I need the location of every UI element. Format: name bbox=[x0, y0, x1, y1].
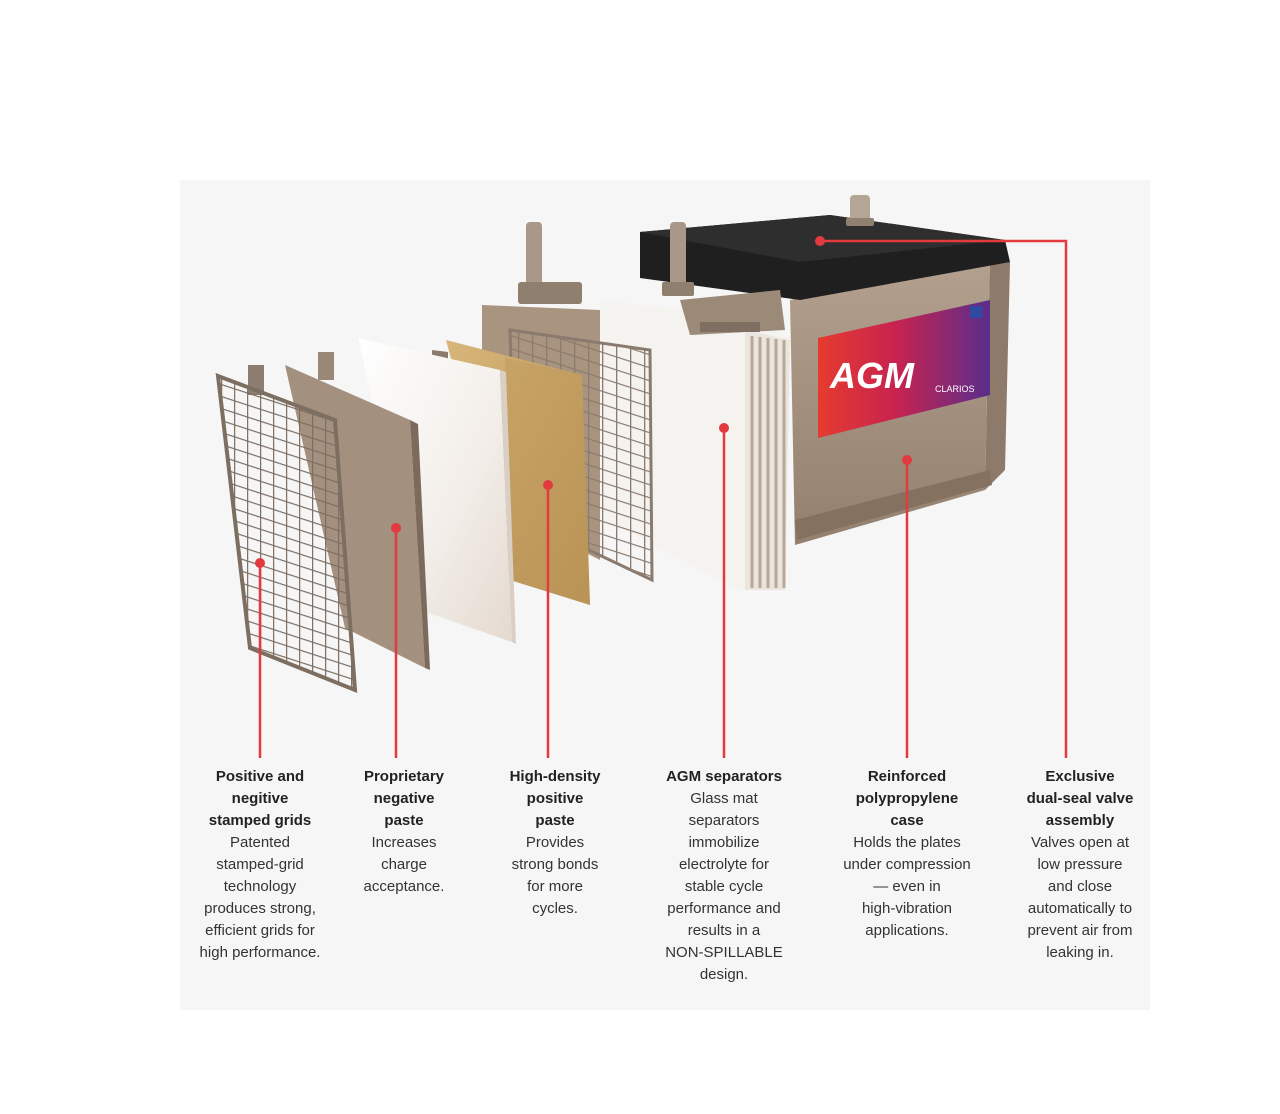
leader-line-valve bbox=[820, 239, 1068, 758]
callout-description: Glass mat separators immobilize electrol… bbox=[665, 790, 783, 983]
callout-title: High-density positive paste bbox=[509, 768, 601, 829]
leader-lines bbox=[258, 239, 1068, 758]
terminal-post-icon bbox=[850, 195, 870, 225]
callout-polypropylene-case: Reinforced polypropylene case Holds the … bbox=[824, 766, 990, 942]
callout-valve-assembly: Exclusive dual-seal valve assembly Valve… bbox=[1000, 766, 1160, 964]
leader-dot bbox=[543, 480, 553, 490]
callout-description: Valves open at low pressure and close au… bbox=[1027, 834, 1133, 961]
callout-title: Reinforced polypropylene case bbox=[855, 768, 959, 829]
stamped-grid bbox=[215, 365, 358, 694]
callout-negative-paste: Proprietary negative paste Increases cha… bbox=[340, 766, 468, 898]
callout-title: Proprietary negative paste bbox=[363, 768, 445, 829]
leader-dot bbox=[255, 558, 265, 568]
label-maker-text: CLARIOS bbox=[935, 384, 975, 394]
callout-description: Holds the plates under compression — eve… bbox=[843, 834, 971, 939]
terminal-post-icon bbox=[526, 222, 542, 290]
leader-dot bbox=[902, 455, 912, 465]
separator-sheet bbox=[358, 338, 516, 644]
callout-title: Exclusive dual-seal valve assembly bbox=[1026, 768, 1134, 829]
leader-dots bbox=[255, 236, 912, 568]
callout-agm-separators: AGM separators Glass mat separators immo… bbox=[644, 766, 804, 986]
callout-description: Provides strong bonds for more cycles. bbox=[511, 834, 599, 917]
callout-title: Positive and negitive stamped grids bbox=[208, 768, 312, 829]
leader-dot bbox=[815, 236, 825, 246]
callout-description: Increases charge acceptance. bbox=[363, 834, 445, 895]
callout-positive-paste: High-density positive paste Provides str… bbox=[488, 766, 622, 920]
leader-dot bbox=[391, 523, 401, 533]
callout-stamped-grids: Positive and negitive stamped grids Pate… bbox=[185, 766, 335, 964]
callout-title: AGM separators bbox=[666, 768, 782, 785]
agm-label: AGM CLARIOS bbox=[818, 300, 990, 438]
label-brand-text: AGM bbox=[829, 355, 915, 396]
callout-description: Patented stamped-grid technology produce… bbox=[199, 834, 321, 961]
leader-dot bbox=[719, 423, 729, 433]
